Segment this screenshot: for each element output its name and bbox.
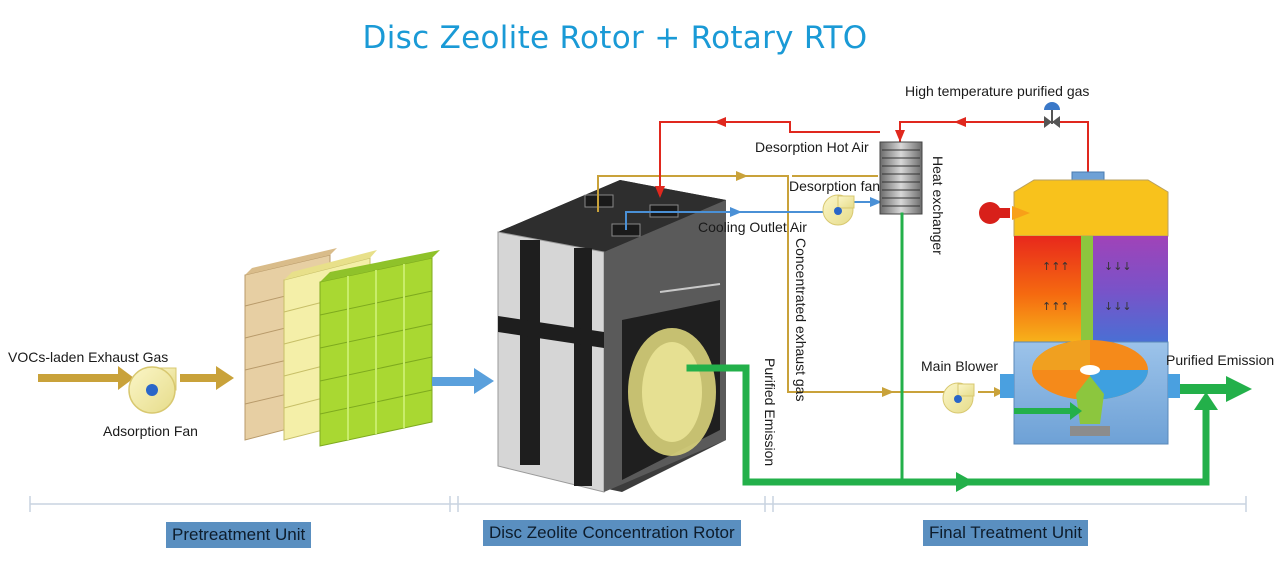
valve-icon xyxy=(1044,102,1060,128)
gold-arrowhead-top xyxy=(736,171,748,181)
svg-text:↓↓↓: ↓↓↓ xyxy=(1104,260,1132,273)
main-blower-label: Main Blower xyxy=(921,358,999,374)
svg-text:↓↓↓: ↓↓↓ xyxy=(1104,300,1132,313)
adsorption-fan-icon xyxy=(128,366,177,414)
purified-emission-line xyxy=(686,212,1210,486)
purified-emission-rotor-label: Purified Emission xyxy=(762,358,778,467)
high-temp-gas-label: High temperature purified gas xyxy=(905,83,1090,99)
rotary-rto-unit: ↑↑↑ ↑↑↑ ↓↓↓ ↓↓↓ xyxy=(1000,171,1180,445)
pretreatment-unit-label: Pretreatment Unit xyxy=(166,522,312,548)
unit-divider-brackets xyxy=(29,496,1247,512)
heat-exchanger-icon xyxy=(879,141,923,215)
desorption-fan-label: Desorption fan xyxy=(789,178,881,194)
fan-to-filter-arrow xyxy=(180,366,234,390)
svg-text:↑↑↑: ↑↑↑ xyxy=(1042,260,1070,273)
desorption-hot-air-label: Desorption Hot Air xyxy=(755,139,869,155)
concentrated-gas-label: Concentrated exhaust gas xyxy=(793,238,809,402)
main-blower-icon xyxy=(942,382,975,414)
cooling-outlet-air-label: Cooling Outlet Air xyxy=(698,219,807,235)
inlet-arrow xyxy=(38,366,134,390)
svg-text:↑↑↑: ↑↑↑ xyxy=(1042,300,1070,313)
filter-to-rotor-arrow xyxy=(432,368,494,394)
desorption-fan-icon xyxy=(822,194,855,226)
purified-emission-outlet-label: Purified Emission xyxy=(1166,352,1275,368)
inlet-gas-label: VOCs-laden Exhaust Gas xyxy=(8,349,169,365)
heat-exchanger-label: Heat exchanger xyxy=(930,156,946,255)
final-treatment-unit-label: Final Treatment Unit xyxy=(923,520,1089,546)
concentrated-gas-line xyxy=(597,175,960,393)
rotor-unit-label: Disc Zeolite Concentration Rotor xyxy=(483,520,741,546)
pretreatment-filters xyxy=(244,248,440,447)
outlet-arrow xyxy=(1180,376,1252,402)
burner-icon xyxy=(979,202,1030,224)
zeolite-rotor-cabinet xyxy=(497,180,726,493)
gold-arrowhead-blower xyxy=(882,387,894,397)
diagram-title: Disc Zeolite Rotor + Rotary RTO xyxy=(362,20,868,56)
adsorption-fan-label: Adsorption Fan xyxy=(103,423,198,439)
